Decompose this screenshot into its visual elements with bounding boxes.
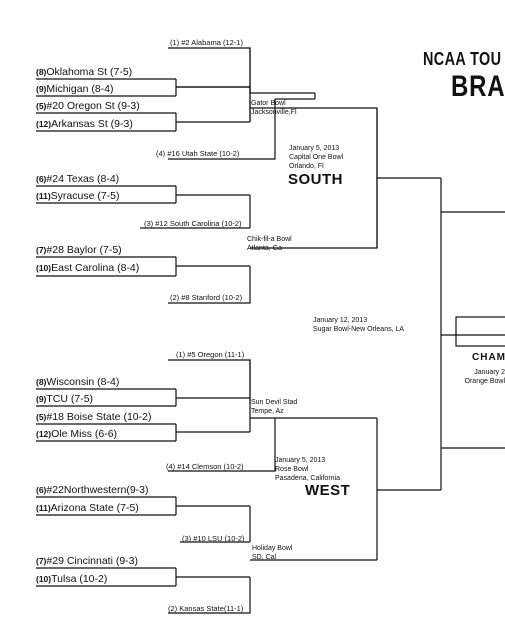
team-name: Arkansas St (9-3) — [51, 118, 133, 130]
bowl-location: Orlando, Fl — [289, 163, 324, 170]
south-bye-top: (1) #2 Alabama (12-1) — [170, 38, 243, 47]
team-seed: (8) — [36, 67, 47, 77]
bowl-rose: January 5, 2013 Rose Bowl Pasadena, Cali… — [275, 456, 340, 483]
region-south: SOUTH — [288, 171, 343, 188]
team-entry: (8)Oklahoma St (7-5) — [36, 67, 132, 78]
bowl-name: Capital One Bowl — [289, 154, 344, 161]
team-name: TCU (7-5) — [46, 393, 94, 405]
team-entry: (8)Wisconsin (8-4) — [36, 377, 119, 388]
team-seed: (5) — [36, 412, 47, 422]
team-entry: (11)Syracuse (7-5) — [36, 191, 120, 202]
south-bye-bottom: (2) #8 Stanford (10-2) — [170, 293, 243, 302]
south-bye-mid: (4) #16 Utah State (10-2) — [156, 149, 240, 158]
bowl-name: Gator Bowl — [251, 100, 286, 107]
west-bye-mid2: (3) #10 LSU (10-2) — [182, 534, 245, 543]
team-entry: (5)#20 Oregon St (9-3) — [36, 101, 140, 112]
team-entry: (9)TCU (7-5) — [36, 394, 93, 405]
championship-label: CHAM — [472, 352, 505, 363]
west-bye-top: (1) #5 Oregon (11-1) — [176, 350, 245, 359]
team-seed: (12) — [36, 119, 52, 129]
bowl-capital-one: January 5, 2013 Capital One Bowl Orlando… — [289, 144, 343, 171]
team-entry: (12)Ole Miss (6-6) — [36, 429, 117, 440]
title-line-2: BRA — [451, 70, 505, 103]
championship-box — [455, 316, 505, 347]
bowl-chik-fil-a: Chik-fil-a Bowl Atlanta, Ga — [247, 235, 292, 253]
bowl-name: Chik-fil-a Bowl — [247, 236, 292, 243]
bowl-name: Sun Devil Stad — [251, 399, 298, 406]
bowl-sun-devil: Sun Devil Stad Tempe, Az — [251, 398, 297, 416]
team-entry: (5)#18 Boise State (10-2) — [36, 412, 151, 423]
team-name: #24 Texas (8-4) — [46, 173, 120, 185]
bowl-date: January 5, 2013 — [289, 145, 340, 152]
bowl-name: Holiday Bowl — [252, 545, 293, 552]
team-seed: (11) — [36, 503, 51, 513]
title-line-1: NCAA TOU — [423, 49, 502, 69]
team-entry: (11)Arizona State (7-5) — [36, 503, 139, 514]
team-name: #18 Boise State (10-2) — [46, 411, 152, 423]
championship-info: January 2 Orange Bowl — [458, 368, 505, 386]
region-west: WEST — [305, 482, 351, 499]
team-entry: (6)#24 Texas (8-4) — [36, 174, 119, 185]
bowl-location: Pasadena, California — [275, 475, 340, 482]
team-entry: (9)Michigan (8-4) — [36, 84, 114, 95]
team-seed: (11) — [36, 191, 51, 201]
team-seed: (9) — [36, 84, 47, 94]
team-seed: (10) — [36, 263, 52, 273]
team-seed: (7) — [36, 245, 47, 255]
west-bye-bottom: (2) Kansas State(11-1) — [168, 604, 244, 613]
team-name: Syracuse (7-5) — [50, 190, 120, 202]
team-seed: (7) — [36, 556, 47, 566]
bowl-date: January 5, 2013 — [275, 457, 326, 464]
team-name: #22Northwestern(9-3) — [46, 484, 149, 496]
championship-date: January 2 — [474, 369, 505, 376]
bowl-location: Atlanta, Ga — [247, 245, 283, 252]
team-name: Tulsa (10-2) — [51, 573, 108, 585]
team-name: Oklahoma St (7-5) — [46, 66, 133, 78]
championship-bowl: Orange Bowl — [464, 378, 505, 385]
team-name: #28 Baylor (7-5) — [46, 244, 122, 256]
team-seed: (10) — [36, 574, 52, 584]
team-entry: (6)#22Northwestern(9-3) — [36, 485, 149, 496]
team-name: #20 Oregon St (9-3) — [46, 100, 140, 112]
bowl-gator: Gator Bowl Jacksonville,Fl — [251, 99, 297, 117]
bowl-name: Rose Bowl — [275, 466, 309, 473]
team-name: Wisconsin (8-4) — [46, 376, 120, 388]
team-seed: (6) — [36, 174, 47, 184]
team-name: Arizona State (7-5) — [50, 502, 139, 514]
team-seed: (6) — [36, 485, 47, 495]
team-name: #29 Cincinnati (9-3) — [46, 555, 139, 567]
team-entry: (10)East Carolina (8-4) — [36, 263, 139, 274]
team-entry: (7)#28 Baylor (7-5) — [36, 245, 122, 256]
south-bye-mid2: (3) #12 South Carolina (10-2) — [144, 219, 242, 228]
bowl-location: Jacksonville,Fl — [251, 109, 297, 116]
team-seed: (12) — [36, 429, 52, 439]
team-entry: (12)Arkansas St (9-3) — [36, 119, 133, 130]
bowl-location: Tempe, Az — [251, 408, 284, 415]
team-name: Michigan (8-4) — [46, 83, 114, 95]
bowl-location: SD, Cal — [252, 554, 277, 561]
west-bye-mid: (4) #14 Clemson (10-2) — [166, 462, 244, 471]
team-entry: (7)#29 Cincinnati (9-3) — [36, 556, 138, 567]
team-name: Ole Miss (6-6) — [51, 428, 118, 440]
team-name: East Carolina (8-4) — [51, 262, 140, 274]
team-seed: (8) — [36, 377, 47, 387]
team-seed: (5) — [36, 101, 47, 111]
semifinal-info: January 12, 2013 Sugar Bowl-New Orleans,… — [313, 316, 404, 334]
bowl-holiday: Holiday Bowl SD, Cal — [252, 544, 292, 562]
south-bye-top-line — [168, 47, 251, 93]
semifinal-date: January 12, 2013 — [313, 317, 368, 324]
semifinal-bowl: Sugar Bowl-New Orleans, LA — [313, 326, 405, 333]
team-entry: (10)Tulsa (10-2) — [36, 574, 107, 585]
team-seed: (9) — [36, 394, 47, 404]
